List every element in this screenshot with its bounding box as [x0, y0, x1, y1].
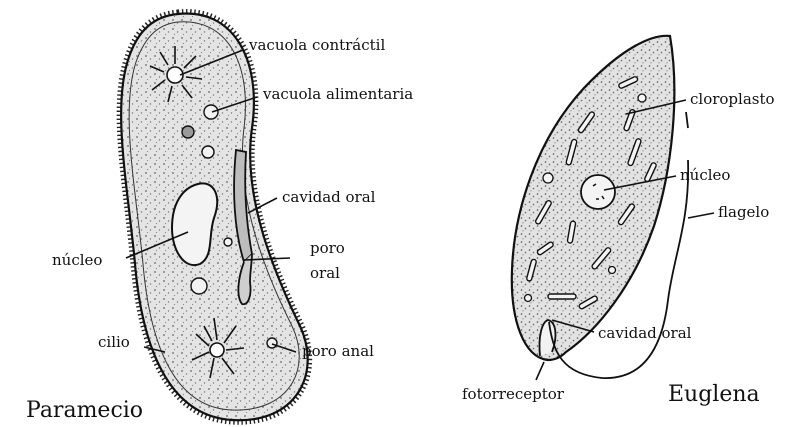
- label-cavidad-oral-euglena: cavidad oral: [598, 324, 692, 342]
- euglena-flagellum-tip: [686, 112, 688, 128]
- label-vacuola-alimentaria: vacuola alimentaria: [262, 85, 413, 103]
- label-cilio: cilio: [98, 333, 130, 351]
- paramecium-drawing: [121, 14, 308, 421]
- euglena-nucleus: [581, 175, 615, 209]
- label-fotorreceptor: fotorreceptor: [462, 385, 565, 403]
- title-euglena: Euglena: [668, 382, 760, 407]
- label-nucleo-euglena: núcleo: [680, 166, 730, 184]
- label-vacuola-contractil: vacuola contráctil: [248, 36, 385, 54]
- title-paramecio: Paramecio: [26, 398, 143, 423]
- label-poro-oral-line1: poro: [310, 239, 345, 257]
- label-poro-oral-line2: oral: [310, 264, 340, 282]
- label-poro-anal: poro anal: [302, 342, 374, 360]
- label-flagelo: flagelo: [718, 203, 769, 221]
- label-nucleo-paramecio: núcleo: [52, 251, 102, 269]
- label-cloroplasto: cloroplasto: [690, 90, 775, 108]
- label-cavidad-oral-paramecio: cavidad oral: [282, 188, 376, 206]
